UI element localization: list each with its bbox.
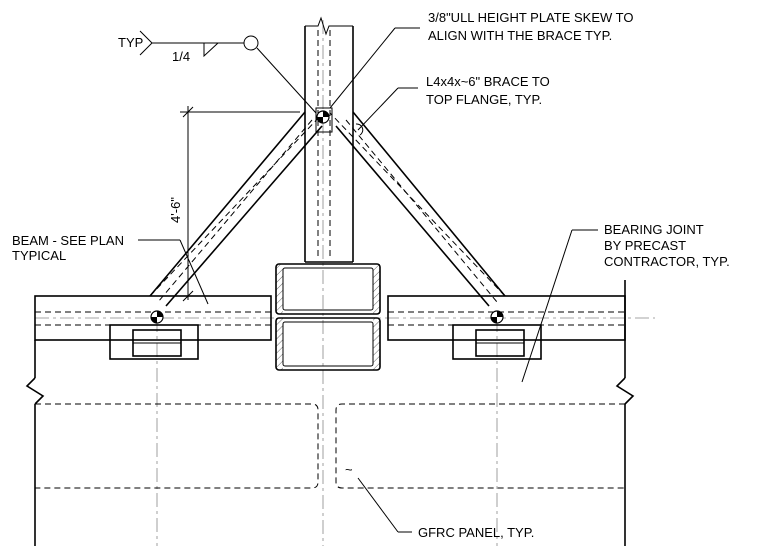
note-beam: BEAM - SEE PLAN TYPICAL bbox=[12, 233, 209, 305]
right-brace bbox=[335, 111, 506, 307]
note-plate-line2: ALIGN WITH THE BRACE TYP. bbox=[428, 28, 612, 43]
bolt-marker-right bbox=[490, 310, 504, 324]
note-bearing-line2: BY PRECAST bbox=[604, 238, 686, 253]
note-panel-text: GFRC PANEL, TYP. bbox=[418, 525, 534, 540]
knife-plates bbox=[149, 107, 506, 297]
gfrc-panels bbox=[25, 280, 635, 546]
bolt-markers bbox=[150, 110, 504, 324]
left-bearing-pad bbox=[109, 324, 199, 360]
height-dimension: 4'-6" bbox=[145, 106, 300, 302]
note-panel: ~ GFRC PANEL, TYP. bbox=[345, 462, 534, 540]
note-bearing: BEARING JOINT BY PRECAST CONTRACTOR, TYP… bbox=[521, 222, 730, 383]
bolt-marker-top bbox=[316, 110, 330, 124]
weld-size-text: 1/4 bbox=[172, 49, 190, 64]
note-brace-line1: L4x4x~6" BRACE TO bbox=[426, 74, 550, 89]
note-brace-line2: TOP FLANGE, TYP. bbox=[426, 92, 542, 107]
note-bearing-line3: CONTRACTOR, TYP. bbox=[604, 254, 730, 269]
note-brace: L4x4x~6" BRACE TO TOP FLANGE, TYP. bbox=[355, 74, 550, 136]
note-bearing-line1: BEARING JOINT bbox=[604, 222, 704, 237]
right-bearing-pad bbox=[452, 324, 542, 360]
height-dimension-value: 4'-6" bbox=[168, 197, 183, 223]
left-brace bbox=[149, 111, 323, 307]
center-tube-sections bbox=[275, 263, 381, 371]
bolt-marker-left bbox=[150, 310, 164, 324]
weld-tail-text: TYP bbox=[118, 35, 143, 50]
note-plate-line1: 3/8"ULL HEIGHT PLATE SKEW TO bbox=[428, 10, 633, 25]
weld-symbol: TYP 1/4 bbox=[118, 30, 317, 114]
note-beam-line1: BEAM - SEE PLAN bbox=[12, 233, 124, 248]
note-beam-line2: TYPICAL bbox=[12, 248, 66, 263]
note-plate: 3/8"ULL HEIGHT PLATE SKEW TO ALIGN WITH … bbox=[329, 10, 633, 109]
panel-mark: ~ bbox=[345, 462, 353, 477]
column bbox=[304, 16, 354, 263]
